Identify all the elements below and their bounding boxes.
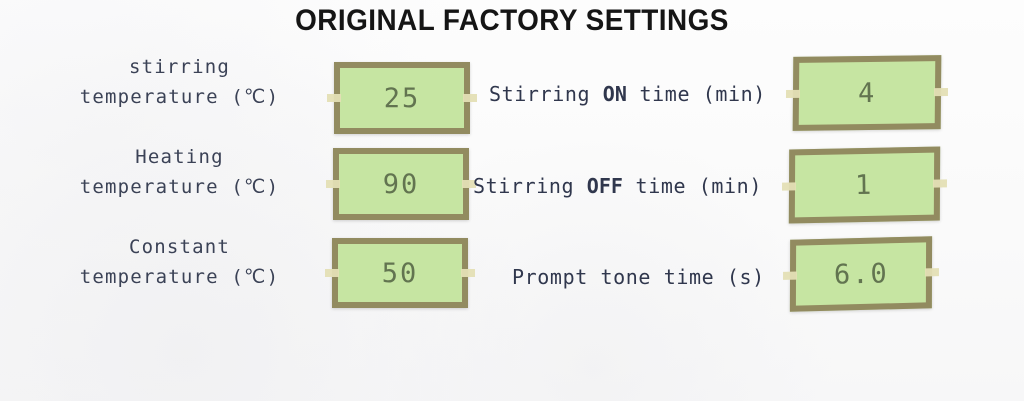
heating-temperature-value-box[interactable]: 90 [326, 148, 476, 220]
connector-nub-right-icon [932, 179, 948, 188]
connector-nub-right-icon [933, 88, 949, 97]
label-line-2: temperature (℃) [79, 86, 280, 108]
stirring-off-time-label: Stirring OFF time (min) [473, 174, 762, 198]
constant-temperature-value-box[interactable]: 50 [325, 238, 475, 308]
constant-temperature-label: Constant temperature (℃) [52, 232, 307, 292]
stirring-on-time-value: 4 [857, 77, 877, 109]
heating-temperature-value: 90 [382, 168, 420, 200]
connector-nub-left-icon [781, 182, 797, 191]
label-emphasis: ON [602, 82, 627, 106]
stirring-temperature-value-box[interactable]: 25 [327, 62, 477, 134]
connector-nub-left-icon [325, 269, 339, 277]
label-prefix: Stirring [489, 82, 603, 106]
label-line-2: temperature (℃) [79, 266, 280, 288]
stirring-temperature-value: 25 [383, 82, 421, 114]
prompt-tone-time-value: 6.0 [833, 257, 889, 291]
connector-nub-right-icon [462, 180, 476, 188]
setting-row: stirring temperature (℃) 25 Stirring ON … [0, 52, 1024, 144]
label-line-1: Heating [135, 146, 224, 168]
stirring-on-time-label: Stirring ON time (min) [489, 82, 766, 106]
constant-temperature-value: 50 [381, 257, 419, 289]
connector-nub-right-icon [463, 94, 477, 102]
label-emphasis: OFF [586, 174, 623, 198]
prompt-tone-time-value-box[interactable]: 6.0 [783, 236, 939, 312]
setting-row: Constant temperature (℃) 50 Prompt tone … [0, 232, 1024, 324]
connector-nub-left-icon [327, 94, 341, 102]
label-line-1: Constant [128, 236, 231, 258]
connector-nub-right-icon [461, 269, 475, 277]
setting-row: Heating temperature (℃) 90 Stirring OFF … [0, 142, 1024, 234]
page-title: ORIGINAL FACTORY SETTINGS [295, 4, 729, 37]
label-suffix: time (min) [622, 174, 762, 198]
connector-nub-left-icon [785, 89, 801, 98]
connector-nub-left-icon [783, 271, 798, 280]
heating-temperature-label: Heating temperature (℃) [52, 142, 307, 202]
stirring-off-time-value-box[interactable]: 1 [781, 146, 948, 224]
stirring-temperature-label: stirring temperature (℃) [52, 52, 307, 112]
prompt-tone-time-label: Prompt tone time (s) [512, 265, 765, 289]
label-suffix: time (min) [626, 82, 766, 106]
label-prefix: Prompt tone time (s) [512, 265, 765, 289]
connector-nub-left-icon [326, 180, 340, 188]
label-prefix: Stirring [473, 174, 587, 198]
stirring-off-time-value: 1 [855, 169, 874, 201]
label-line-2: temperature (℃) [79, 176, 280, 198]
stirring-on-time-value-box[interactable]: 4 [785, 55, 949, 131]
connector-nub-right-icon [924, 268, 939, 277]
label-line-1: stirring [128, 56, 231, 78]
